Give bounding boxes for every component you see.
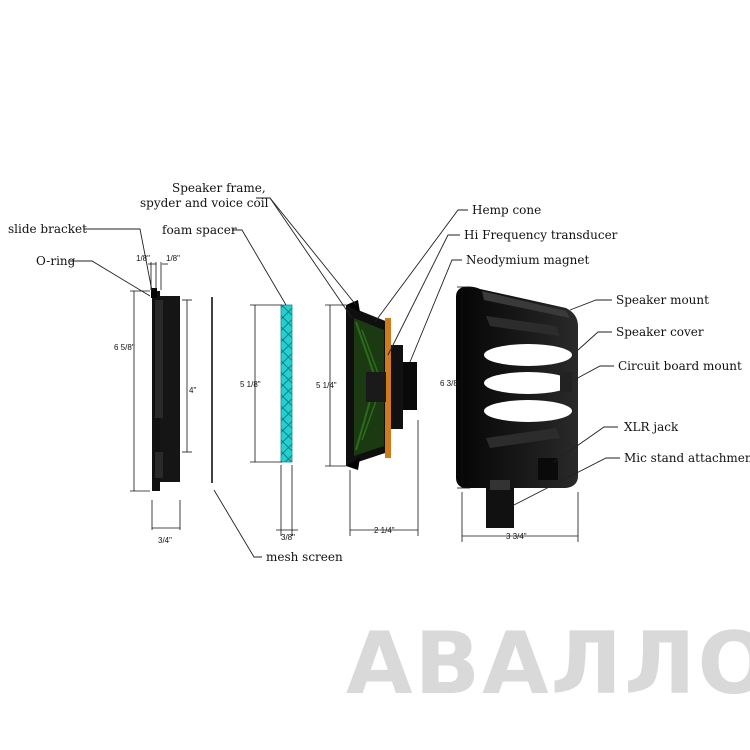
label-mesh-screen: mesh screen: [266, 550, 343, 564]
label-xlr-jack: XLR jack: [624, 420, 679, 434]
watermark: АВАЛЛОН: [346, 614, 750, 714]
dim-bracket-depth: 3/4": [158, 536, 172, 545]
label-mic-stand-attachment: Mic stand attachment: [624, 451, 750, 465]
leader-lines: [70, 197, 620, 558]
label-foam-spacer: foam spacer: [162, 223, 237, 237]
dimension-lines: [130, 262, 579, 542]
label-o-ring: O-ring: [36, 254, 76, 268]
dim-speaker-depth: 2 1/4": [374, 526, 395, 535]
dim-bracket-height: 6 5/8": [114, 343, 135, 352]
speaker-part: [346, 300, 417, 470]
speaker-mount-part: [456, 286, 578, 528]
dim-foam-height: 5 1/8": [240, 380, 261, 389]
dim-speaker-height: 5 1/4": [316, 381, 337, 390]
slide-bracket-part: [151, 288, 180, 491]
label-hi-frequency-transducer: Hi Frequency transducer: [464, 228, 618, 242]
label-speaker-frame-2: spyder and voice coil: [140, 196, 269, 210]
label-speaker-mount: Speaker mount: [616, 293, 709, 307]
label-speaker-frame-1: Speaker frame,: [172, 181, 266, 195]
label-circuit-board-mount: Circuit board mount: [618, 359, 742, 373]
label-neodymium-magnet: Neodymium magnet: [466, 253, 589, 267]
dim-bracket-inner: 4": [189, 386, 196, 395]
dim-mount-height: 6 3/8": [440, 379, 461, 388]
dim-foam-depth: 3/8": [281, 533, 295, 542]
dim-bracket-gap-a: 1/8": [136, 254, 150, 263]
label-slide-bracket: slide bracket: [8, 222, 87, 236]
label-speaker-cover: Speaker cover: [616, 325, 704, 339]
dim-bracket-gap-b: 1/8": [166, 254, 180, 263]
dim-mount-depth: 3 3/4": [506, 532, 527, 541]
label-hemp-cone: Hemp cone: [472, 203, 541, 217]
foam-spacer-part: [280, 304, 293, 463]
